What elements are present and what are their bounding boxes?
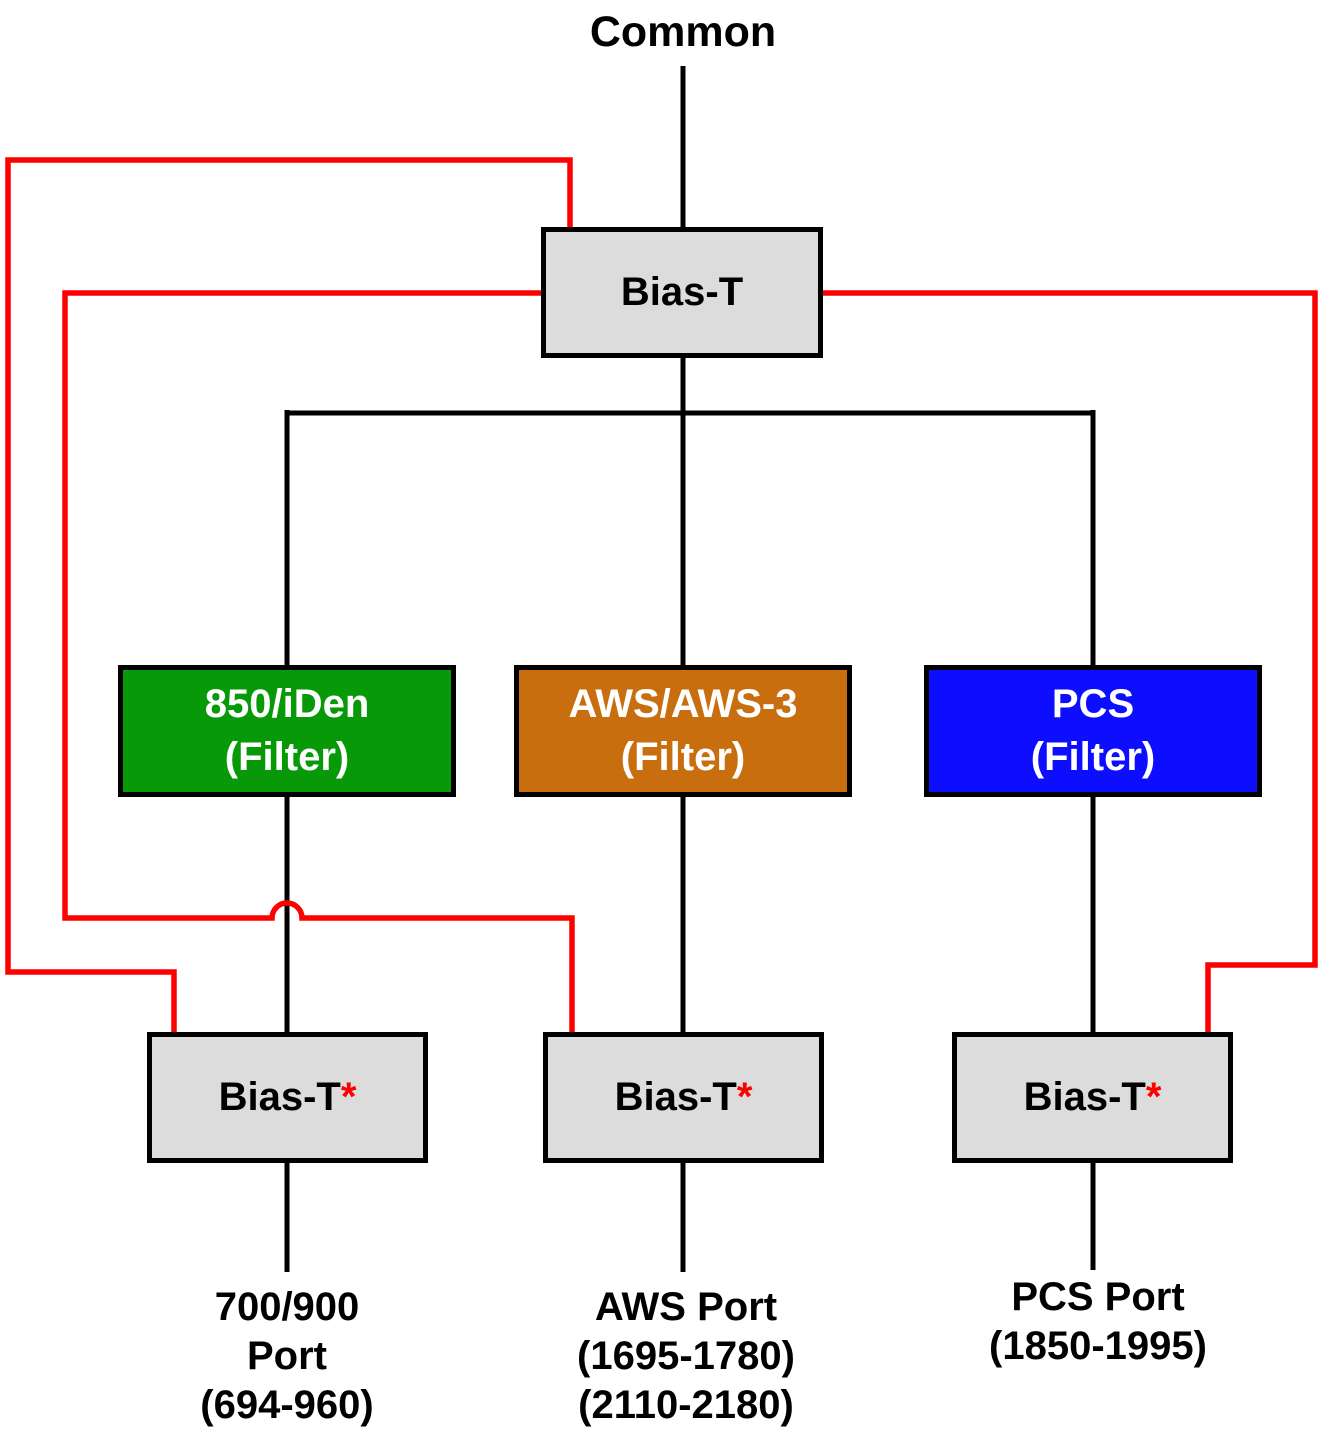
port-label-line: (1695-1780) xyxy=(577,1334,795,1378)
filter-type-label: (Filter) xyxy=(224,735,350,779)
dc-wire-main-to-bias-t-3 xyxy=(820,290,1318,1034)
sub-bias-t-text: Bias-T xyxy=(614,1075,737,1120)
filter-name: 850/iDen xyxy=(204,682,370,727)
sub-bias-t-box-2: Bias-T* xyxy=(543,1032,824,1163)
sub-bias-t-label: Bias-T* xyxy=(1024,1071,1162,1124)
dc-wire-main-to-bias-t-1 xyxy=(5,157,573,1034)
port-label-line: (2110-2180) xyxy=(578,1383,794,1427)
filter-box-aws-aws3: AWS/AWS-3 (Filter) xyxy=(514,665,852,797)
dc-wire-main-to-bias-t-2 xyxy=(62,290,575,1034)
footnote-asterisk: * xyxy=(340,1075,357,1120)
filter-name: AWS/AWS-3 xyxy=(568,682,798,727)
port-label-line: PCS Port xyxy=(1011,1275,1185,1319)
filter-name: PCS xyxy=(1051,682,1135,727)
port-label-line: 700/900 xyxy=(214,1285,360,1329)
port-label-line: (694-960) xyxy=(200,1383,374,1427)
sub-bias-t-label: Bias-T* xyxy=(615,1071,753,1124)
rf-signal-wires xyxy=(284,66,1096,1272)
port-label-700-900: 700/900 Port (694-960) xyxy=(137,1283,437,1430)
port-label-aws: AWS Port (1695-1780) (2110-2180) xyxy=(536,1283,836,1430)
filter-type-label: (Filter) xyxy=(620,735,746,779)
common-port-label: Common xyxy=(589,8,777,56)
footnote-asterisk: * xyxy=(736,1075,753,1120)
sub-bias-t-text: Bias-T xyxy=(218,1075,341,1120)
sub-bias-t-label: Bias-T* xyxy=(219,1071,357,1124)
sub-bias-t-box-1: Bias-T* xyxy=(147,1032,428,1163)
dc-bias-wires xyxy=(5,157,1318,1034)
port-label-line: AWS Port xyxy=(594,1285,778,1329)
main-bias-t-box: Bias-T xyxy=(541,227,823,358)
sub-bias-t-box-3: Bias-T* xyxy=(952,1032,1233,1163)
footnote-asterisk: * xyxy=(1145,1075,1162,1120)
filter-box-pcs: PCS (Filter) xyxy=(924,665,1262,797)
sub-bias-t-text: Bias-T xyxy=(1023,1075,1146,1120)
main-bias-t-label: Bias-T xyxy=(620,270,744,315)
port-label-line: (1850-1995) xyxy=(989,1324,1207,1368)
filter-type-label: (Filter) xyxy=(1030,735,1156,779)
filter-box-850-iden: 850/iDen (Filter) xyxy=(118,665,456,797)
port-label-pcs: PCS Port (1850-1995) xyxy=(948,1273,1248,1371)
port-label-line: Port xyxy=(247,1334,327,1378)
